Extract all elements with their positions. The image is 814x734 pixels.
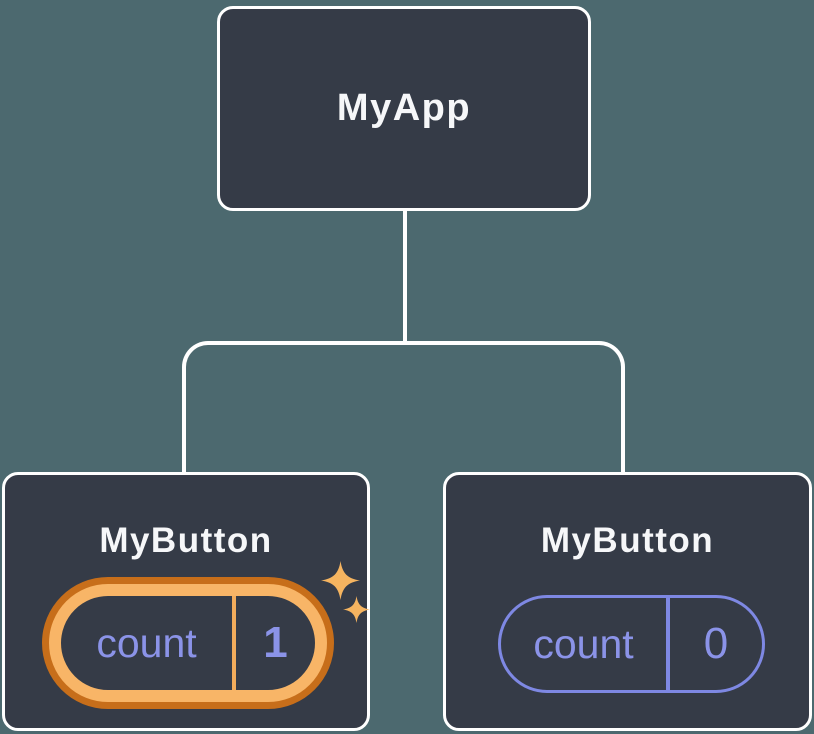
state-key-label: count [533, 620, 634, 667]
sparkle-icon-large [321, 561, 360, 600]
node-mybutton-updated-label: MyButton [99, 521, 273, 560]
state-pill-highlighted: count 1 [49, 584, 327, 702]
state-pill-plain: count 0 [498, 595, 765, 693]
state-value: 1 [263, 618, 288, 667]
state-key-label: count [96, 619, 197, 666]
node-myapp: MyApp [217, 6, 591, 211]
node-mybutton-plain-label: MyButton [540, 521, 715, 560]
state-value: 0 [703, 619, 729, 668]
pill-divider [666, 598, 670, 690]
node-myapp-label: MyApp [336, 87, 472, 129]
connector-branch [182, 341, 625, 472]
node-mybutton-updated: MyButton count 1 [2, 472, 370, 731]
pill-divider [232, 596, 236, 690]
sparkle-icon-small [343, 596, 370, 623]
connector-stem [403, 209, 407, 345]
node-mybutton-plain: MyButton count 0 [443, 472, 812, 731]
